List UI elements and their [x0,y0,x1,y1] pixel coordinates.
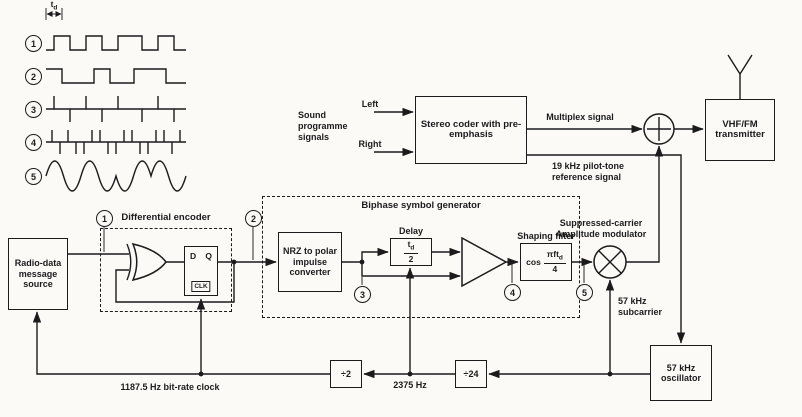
waveform-marker-1: 1 [25,35,42,52]
multiplier-icon [593,245,627,279]
summing-amplifier-icon [461,236,508,288]
left-input-label: Left [361,99,379,109]
stereo-coder-label: Stereo coder with pre-emphasis [420,118,522,140]
dff-d-label: D [190,251,197,261]
tap-leaders [103,227,585,285]
stereo-coder-block: Stereo coder with pre-emphasis [415,96,527,164]
delay-block: td 2 [390,238,432,266]
biphase-generator-title: Biphase symbol generator [361,200,481,211]
filter-cos-label: cos [526,256,541,267]
tap-marker-1: 1 [96,210,113,227]
wires [32,107,704,379]
shaping-filter-title: Shaping filter [517,231,575,241]
biphase-symbol-generator-group [262,196,580,318]
divide-by-24-label: ÷24 [463,368,479,379]
waveform-5-shaped-biphase [45,160,187,192]
xor-gate-icon [126,242,167,282]
dff-clk-label: CLK [191,281,211,292]
differential-encoder-title: Differential encoder [121,212,211,223]
tap-marker-2: 2 [245,210,262,227]
radio-data-message-source-label: Radio-data message source [14,258,62,290]
subcarrier-label: 57 kHz subcarrier [618,296,663,317]
divide-by-24-block: ÷24 [455,360,487,388]
waveform-panel [45,35,187,192]
d-flip-flop-block: D Q CLK [184,246,218,296]
waveform-marker-4: 4 [25,134,42,151]
vhf-fm-transmitter-label: VHF/FM transmitter [715,118,765,140]
nrz-converter-label: NRZ to polar impulse converter [283,246,337,278]
waveform-marker-3: 3 [25,101,42,118]
vhf-fm-transmitter-block: VHF/FM transmitter [705,99,775,161]
waveform-2-differential-data [46,68,186,84]
dff-q-label: Q [205,251,212,261]
shaping-filter-block: cos πftd 4 [520,243,572,281]
differential-encoder-group [100,228,232,312]
filter-fraction: πftd 4 [543,249,566,275]
tap-marker-5: 5 [576,284,593,301]
tap-marker-4: 4 [504,284,521,301]
waveform-3-impulse-train [46,96,186,122]
junction-dots [198,259,613,377]
waveform-1-data-clock [46,35,186,51]
adder-icon [643,113,675,145]
delay-fraction: td 2 [404,239,418,265]
antenna-icon [727,54,753,99]
waveform-marker-2: 2 [25,68,42,85]
divide-by-2-block: ÷2 [330,360,362,388]
waveform-marker-5: 5 [25,168,42,185]
right-input-label: Right [358,139,382,149]
delay-title: Delay [398,226,424,236]
radio-data-message-source-block: Radio-data message source [8,238,68,310]
bit-period-marker-lines [45,8,63,20]
sound-programme-label: Sound programme signals [298,110,348,142]
bit-rate-clock-label: 1187.5 Hz bit-rate clock [120,382,220,392]
waveform-4-biphase-impulses [46,130,186,154]
pilot-tone-label: 19 kHz pilot-tone reference signal [552,161,625,182]
divide-by-2-label: ÷2 [341,368,351,379]
tap-marker-3: 3 [354,286,371,303]
nrz-converter-block: NRZ to polar impulse converter [278,232,342,292]
bit-period-label: td [50,0,58,12]
oscillator-label: 57 kHz oscillator [660,362,701,384]
modulator-label: Suppressed-carrier Amplitude modulator [555,218,647,239]
oscillator-block: 57 kHz oscillator [650,345,712,401]
f2375-label: 2375 Hz [393,380,427,390]
multiplex-signal-label: Multiplex signal [546,112,614,122]
